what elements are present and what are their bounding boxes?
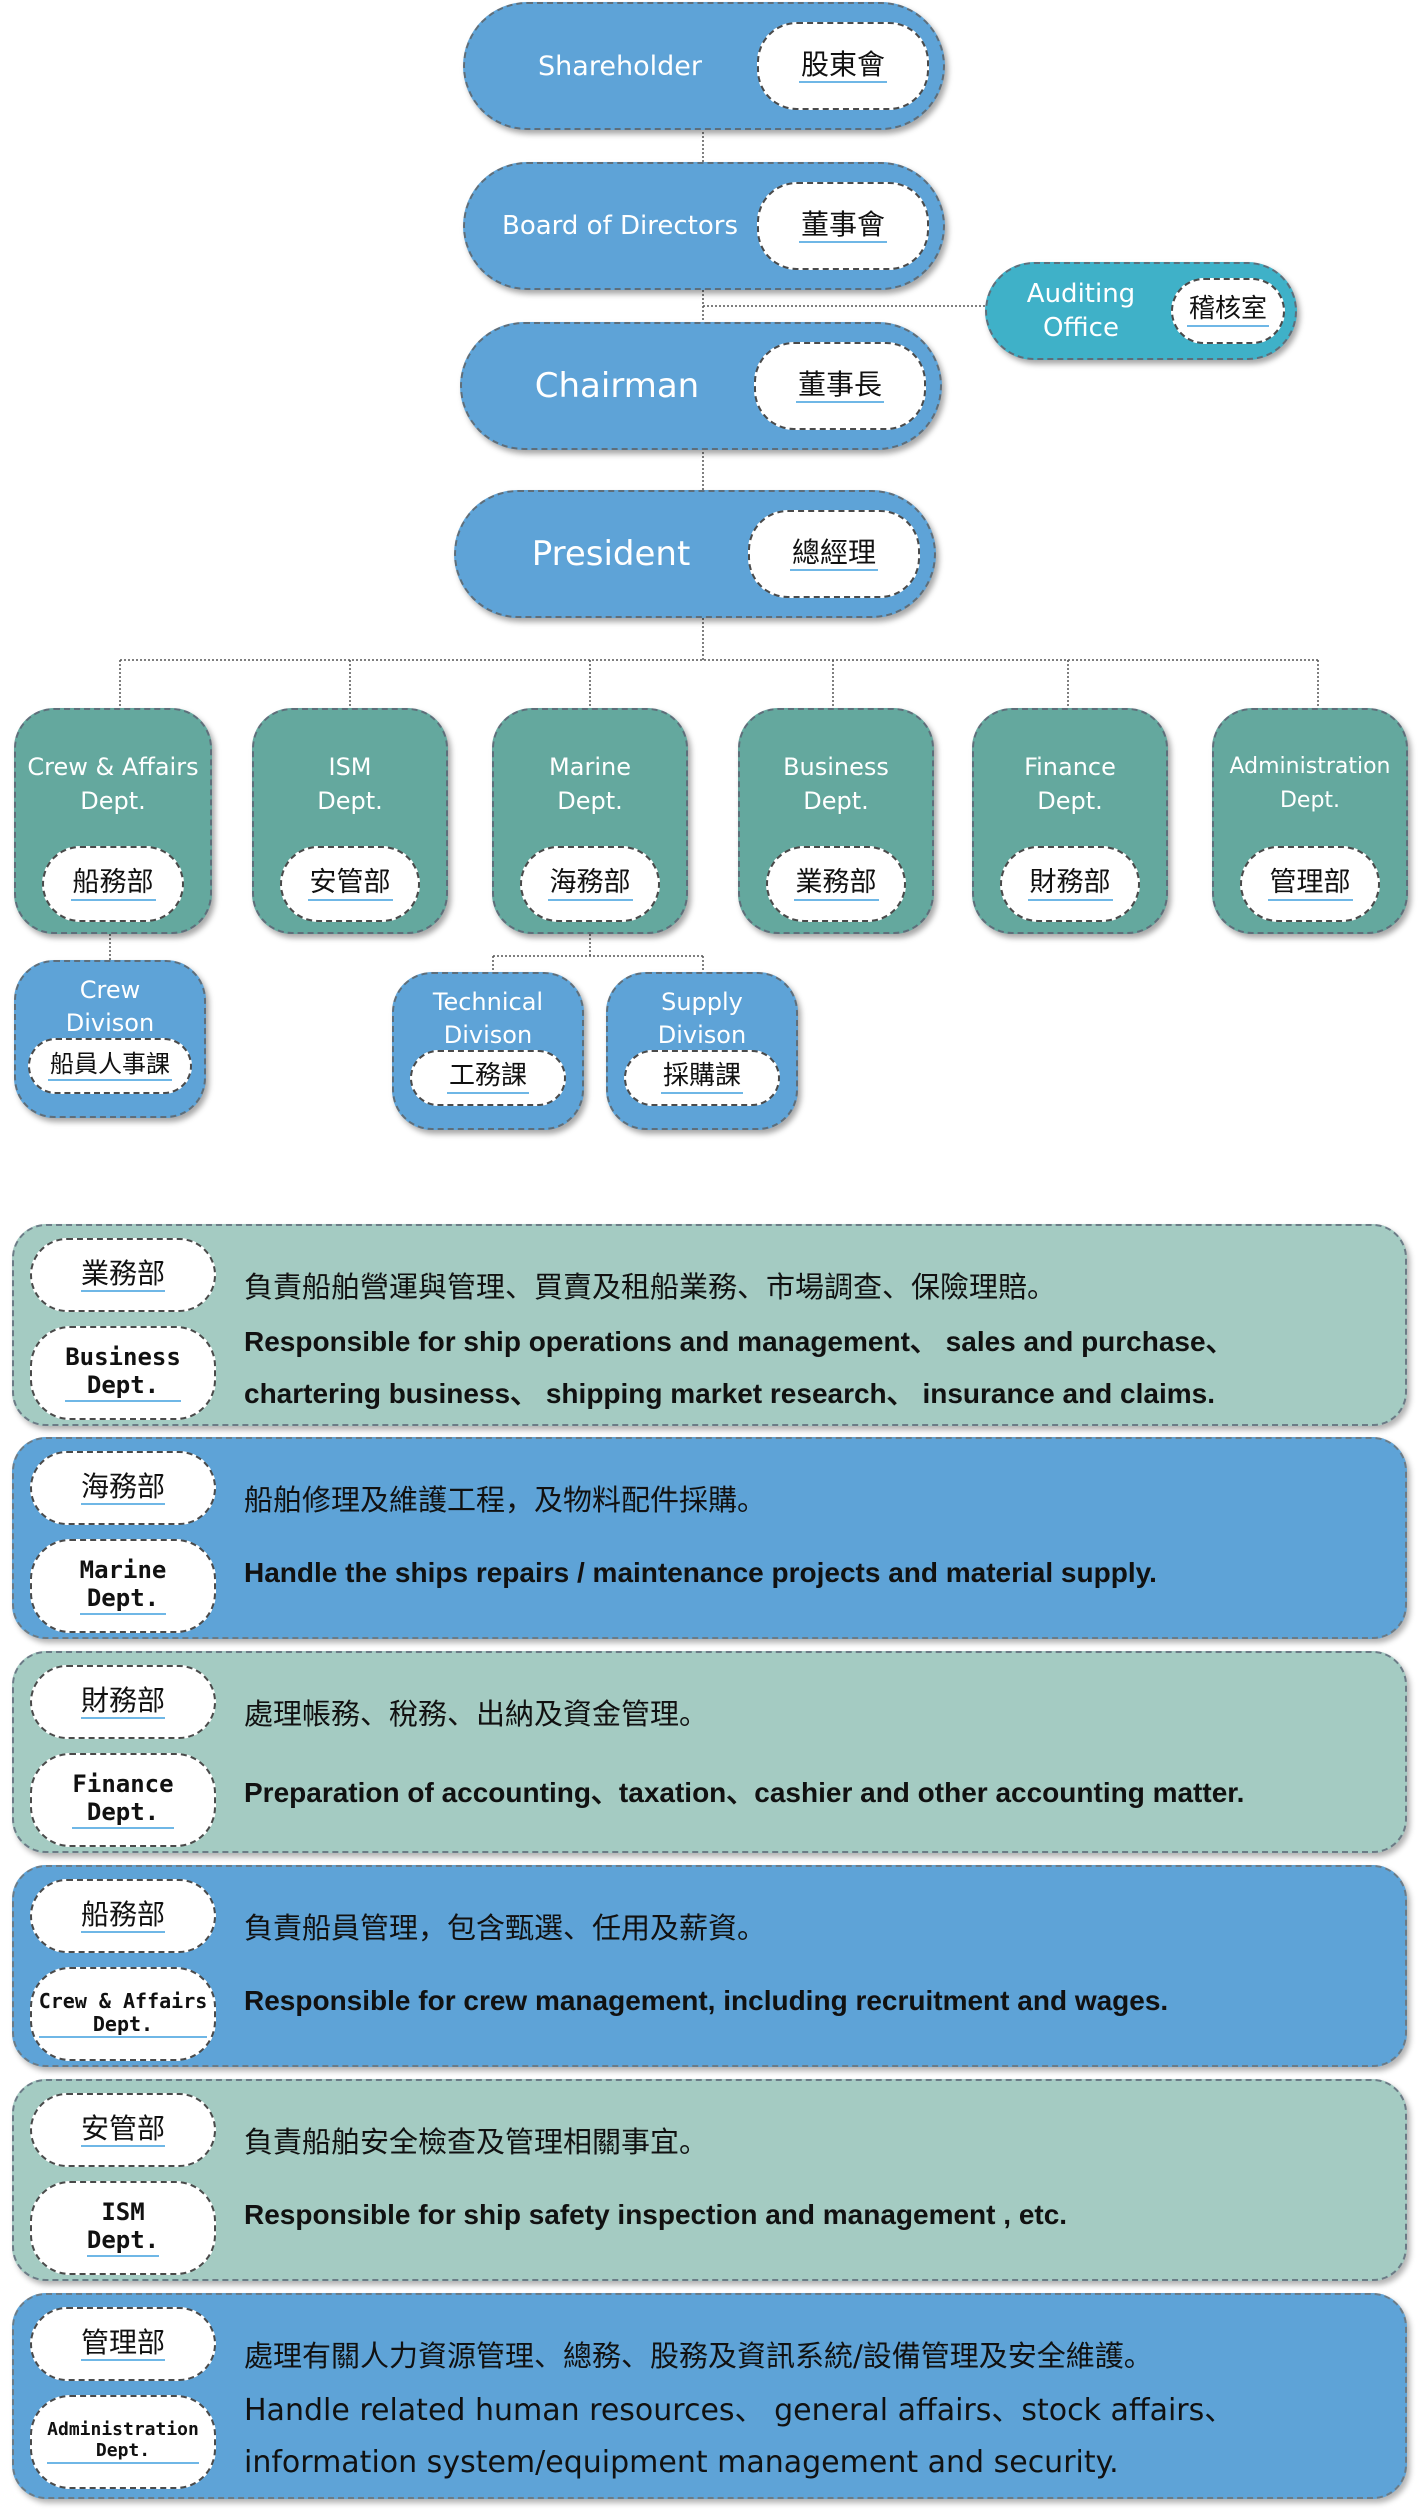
dept-zh: 海務部 bbox=[520, 846, 660, 922]
dept-zh: 船務部 bbox=[42, 846, 184, 922]
description-en: Responsible for crew management, includi… bbox=[244, 1985, 1169, 2016]
badge-zh: 安管部 bbox=[30, 2093, 216, 2167]
dept-ism: ISM Dept. 安管部 bbox=[252, 708, 448, 934]
dept-business: Business Dept. 業務部 bbox=[738, 708, 934, 934]
shareholder-label: Shareholder bbox=[538, 50, 702, 82]
description-en-line: Handle related human resources、 general … bbox=[244, 2393, 1235, 2428]
org-chart: Shareholder 股東會 Board of Directors 董事會 A… bbox=[0, 0, 1423, 1160]
president-zh: 總經理 bbox=[748, 510, 920, 598]
description-en: Responsible for ship operations and mana… bbox=[244, 1316, 1385, 1420]
division-label: Supply Divison bbox=[657, 988, 747, 1049]
description-zh: 處理帳務、稅務、出納及資金管理。 bbox=[244, 1697, 709, 1731]
shareholder-node: Shareholder 股東會 bbox=[463, 2, 945, 130]
badge-en: Business Dept. bbox=[30, 1326, 216, 1420]
dept-marine: Marine Dept. 海務部 bbox=[492, 708, 688, 934]
panel-finance: 財務部 Finance Dept. 處理帳務、稅務、出納及資金管理。 Prepa… bbox=[12, 1651, 1407, 1853]
dept-label: Administration Dept. bbox=[1229, 754, 1391, 813]
division-label: Technical Divison bbox=[432, 988, 544, 1049]
division-label: Crew Divison bbox=[65, 976, 155, 1037]
badge-zh: 海務部 bbox=[30, 1451, 216, 1525]
panel-crew-affairs: 船務部 Crew & Affairs Dept. 負責船員管理，包含甄選、任用及… bbox=[12, 1865, 1407, 2067]
badge-en: Marine Dept. bbox=[30, 1539, 216, 1633]
description-zh: 船舶修理及維護工程，及物料配件採購。 bbox=[244, 1483, 767, 1517]
description-en: Handle the ships repairs / maintenance p… bbox=[244, 1557, 1157, 1588]
badge-zh: 管理部 bbox=[30, 2307, 216, 2381]
dept-zh: 管理部 bbox=[1240, 846, 1380, 922]
board-node: Board of Directors 董事會 bbox=[463, 162, 945, 290]
badge-zh: 業務部 bbox=[30, 1238, 216, 1312]
auditing-office-zh: 稽核室 bbox=[1171, 278, 1285, 344]
dept-zh: 安管部 bbox=[280, 846, 420, 922]
dept-crew-affairs: Crew & Affairs Dept. 船務部 bbox=[14, 708, 212, 934]
badge-zh: 船務部 bbox=[30, 1879, 216, 1953]
description-en: Handle related human resources、 general … bbox=[244, 2385, 1385, 2489]
dept-label: ISM Dept. bbox=[317, 753, 383, 815]
chairman-label: Chairman bbox=[534, 366, 700, 406]
description-zh: 負責船員管理，包含甄選、任用及薪資。 bbox=[244, 1911, 767, 1945]
auditing-office-label: Auditing Office bbox=[1026, 279, 1136, 343]
badge-en: Administration Dept. bbox=[30, 2395, 216, 2489]
badge-zh: 財務部 bbox=[30, 1665, 216, 1739]
division-crew: Crew Divison 船員人事課 bbox=[14, 960, 206, 1118]
dept-label: Crew & Affairs Dept. bbox=[27, 753, 199, 815]
panel-business: 業務部 Business Dept. 負責船舶營運與管理、買賣及租船業務、市場調… bbox=[12, 1224, 1407, 1426]
panel-marine: 海務部 Marine Dept. 船舶修理及維護工程，及物料配件採購。 Hand… bbox=[12, 1437, 1407, 1639]
connector-lines bbox=[109, 128, 1319, 972]
dept-label: Marine Dept. bbox=[549, 753, 631, 815]
division-supply: Supply Divison 採購課 bbox=[606, 972, 798, 1130]
description-en: Preparation of accounting、taxation、cashi… bbox=[244, 1777, 1245, 1808]
description-zh: 負責船舶安全檢查及管理相關事宜。 bbox=[244, 2125, 709, 2159]
division-technical: Technical Divison 工務課 bbox=[392, 972, 584, 1130]
panel-ism: 安管部 ISM Dept. 負責船舶安全檢查及管理相關事宜。 Responsib… bbox=[12, 2079, 1407, 2281]
dept-zh: 財務部 bbox=[1000, 846, 1140, 922]
president-node: President 總經理 bbox=[454, 490, 936, 618]
board-zh: 董事會 bbox=[757, 182, 929, 270]
description-en: Responsible for ship safety inspection a… bbox=[244, 2199, 1068, 2230]
president-label: President bbox=[531, 534, 691, 574]
auditing-office-node: Auditing Office 稽核室 bbox=[985, 262, 1297, 360]
division-zh: 工務課 bbox=[410, 1050, 566, 1106]
badge-en: Crew & Affairs Dept. bbox=[30, 1967, 216, 2061]
division-zh: 採購課 bbox=[624, 1050, 780, 1106]
chairman-zh: 董事長 bbox=[754, 342, 926, 430]
dept-zh: 業務部 bbox=[766, 846, 906, 922]
division-zh: 船員人事課 bbox=[28, 1038, 192, 1094]
description-en-line: information system/equipment management … bbox=[244, 2445, 1119, 2480]
chairman-node: Chairman 董事長 bbox=[460, 322, 942, 450]
dept-administration: Administration Dept. 管理部 bbox=[1212, 708, 1408, 934]
badge-en: Finance Dept. bbox=[30, 1753, 216, 1847]
description-zh: 處理有關人力資源管理、總務、股務及資訊系統/設備管理及安全維護。 bbox=[244, 2339, 1153, 2373]
dept-label: Business Dept. bbox=[783, 753, 889, 815]
description-en-line: chartering business、 shipping market res… bbox=[244, 1378, 1216, 1409]
dept-label: Finance Dept. bbox=[1024, 753, 1116, 815]
board-label: Board of Directors bbox=[502, 211, 738, 241]
description-zh: 負責船舶營運與管理、買賣及租船業務、市場調查、保險理賠。 bbox=[244, 1270, 1057, 1304]
shareholder-zh: 股東會 bbox=[757, 22, 929, 110]
badge-en: ISM Dept. bbox=[30, 2181, 216, 2275]
panel-administration: 管理部 Administration Dept. 處理有關人力資源管理、總務、股… bbox=[12, 2293, 1407, 2499]
description-en-line: Responsible for ship operations and mana… bbox=[244, 1326, 1234, 1357]
dept-finance: Finance Dept. 財務部 bbox=[972, 708, 1168, 934]
